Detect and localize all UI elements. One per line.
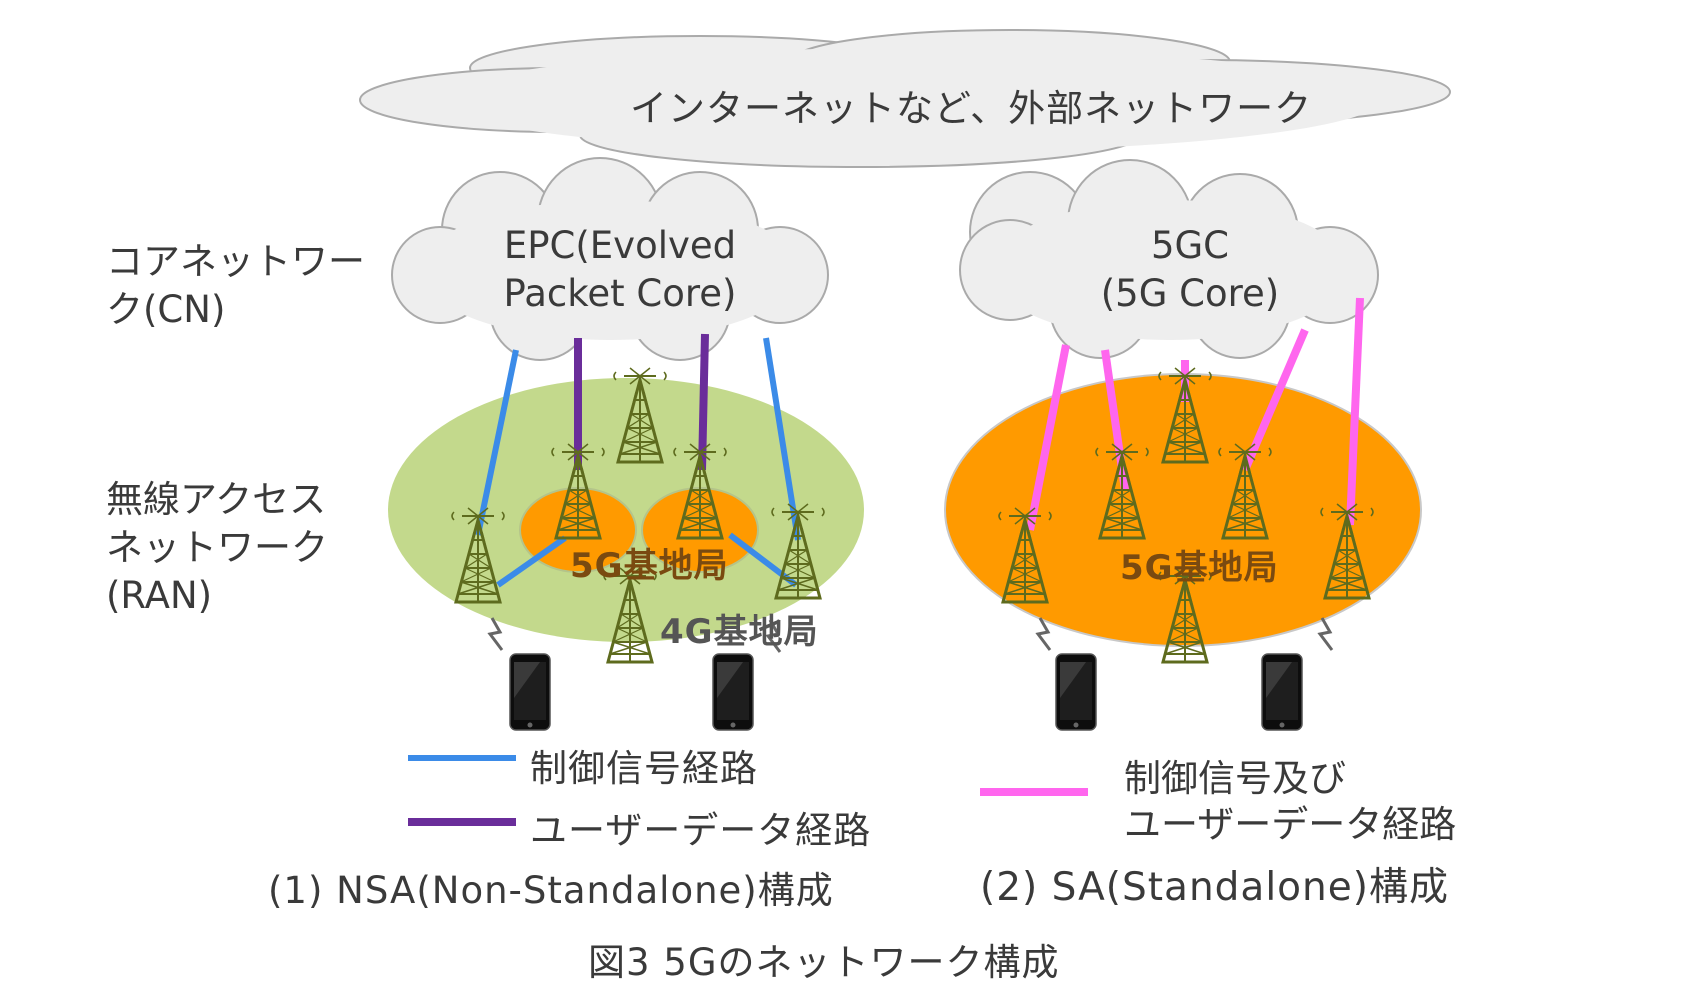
internet-cloud — [359, 29, 1451, 168]
5gc-label: 5GC (5G Core) — [1070, 222, 1310, 318]
figure-caption: 図3 5Gのネットワーク構成 — [588, 941, 1060, 984]
sa-combined-link — [1026, 344, 1070, 531]
core-network-label-line1: コアネットワー — [106, 240, 365, 283]
radio-link-icon — [1318, 616, 1334, 652]
epc-cloud — [391, 157, 829, 361]
legend-control-label: 制御信号経路 — [530, 747, 758, 790]
nsa-5g-station-label: 5G基地局 — [570, 546, 729, 586]
legend-combined-label-line2: ユーザーデータ経路 — [1124, 803, 1457, 846]
epc-label: EPC(Evolved Packet Core) — [490, 222, 750, 318]
ran-label-line2: ネットワーク — [106, 526, 328, 569]
legend-swatches — [408, 755, 1088, 826]
sa-links — [1026, 297, 1364, 531]
smartphone-icon — [509, 653, 551, 731]
smartphone-icon — [712, 653, 754, 731]
sa-combined-link — [1241, 328, 1309, 472]
legend-combined-label-line1: 制御信号及び — [1124, 757, 1346, 800]
legend-user-data-label: ユーザーデータ経路 — [530, 809, 872, 852]
sa-5g-station-label: 5G基地局 — [1120, 548, 1279, 588]
radio-link-icon — [488, 616, 504, 652]
nsa-control-link — [763, 337, 801, 541]
epc-label-line2: Packet Core) — [503, 272, 737, 315]
ran-label: 無線アクセス ネットワーク (RAN) — [106, 476, 328, 620]
epc-label-line1: EPC(Evolved — [503, 224, 737, 267]
nsa-user-link — [698, 333, 709, 471]
core-network-label-line2: ク(CN) — [106, 288, 226, 331]
sa-combined-link — [1346, 297, 1364, 526]
smartphone-icon — [1261, 653, 1303, 731]
core-network-label: コアネットワー ク(CN) — [106, 238, 365, 334]
5gc-label-line1: 5GC — [1150, 224, 1230, 267]
nsa-x2-link — [496, 535, 567, 588]
5gc-cloud — [959, 159, 1379, 359]
smartphone-icon — [1055, 653, 1097, 731]
legend-combined-label: 制御信号及び ユーザーデータ経路 — [1124, 756, 1456, 848]
ran-label-line1: 無線アクセス — [106, 478, 327, 521]
internet-cloud-label: インターネットなど、外部ネットワーク — [630, 87, 1313, 130]
nsa-control-link — [475, 349, 519, 536]
ran-label-line3: (RAN) — [106, 574, 213, 617]
5gc-label-line2: (5G Core) — [1100, 272, 1280, 315]
nsa-caption: (1) NSA(Non-Standalone)構成 — [268, 869, 834, 912]
sa-caption: (2) SA(Standalone)構成 — [980, 865, 1449, 910]
nsa-4g-station-label: 4G基地局 — [660, 612, 819, 652]
